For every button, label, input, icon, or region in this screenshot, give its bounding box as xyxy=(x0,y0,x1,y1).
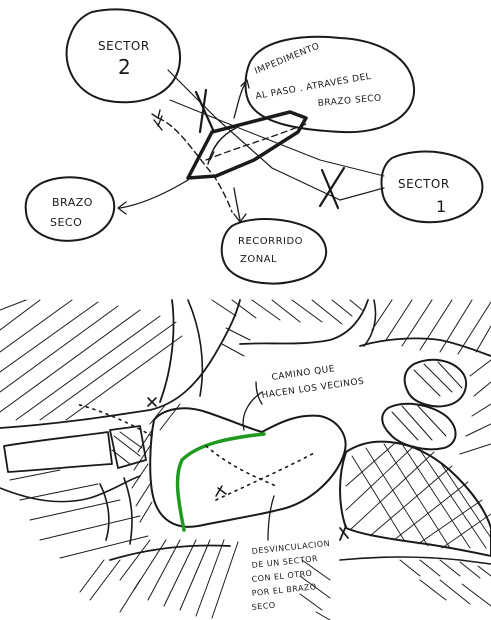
hatch-top-right xyxy=(371,299,491,355)
dotted-line-2 xyxy=(215,451,317,501)
sector-1-title: SECTOR xyxy=(398,177,450,191)
hatch-top-left xyxy=(0,299,183,421)
sector-2-title: SECTOR xyxy=(98,39,150,53)
neighbors-path xyxy=(175,432,266,532)
right-upper-block-2 xyxy=(381,402,457,451)
desvinculacion-line-1: DESVINCULACION xyxy=(251,539,330,556)
sector-1-number: 1 xyxy=(436,197,447,216)
central-area xyxy=(149,407,347,528)
right-crosshatch-block xyxy=(339,440,491,557)
desvinculacion-line-3: CON EL OTRO xyxy=(251,569,313,584)
desvinculacion-leader xyxy=(267,495,275,541)
road-edge-top-left xyxy=(0,299,241,429)
bottom-sketch: CAMINO QUE HACEN LOS VECINOS DESVINCULAC… xyxy=(0,299,491,620)
hatch-bottom xyxy=(79,539,491,620)
small-arrow-k xyxy=(153,115,163,131)
top-diagram: SECTOR 2 IMPEDIMENTO AL PASO . ATRAVES D… xyxy=(24,8,484,285)
brazo-line-2: SECO xyxy=(50,216,82,229)
hatch-center-left xyxy=(131,403,181,523)
left-middle-blocks xyxy=(0,425,149,559)
arrow-to-brazo xyxy=(119,179,189,209)
brazo-seco-bubble: BRAZO SECO xyxy=(24,176,116,242)
right-upper-block-1 xyxy=(403,358,468,408)
desvinculacion-line-5: SECO xyxy=(251,601,276,612)
arrow-to-impedimento xyxy=(233,81,247,119)
brazo-line-1: BRAZO xyxy=(52,196,93,209)
dashed-path xyxy=(157,117,233,213)
sector-2-number: 2 xyxy=(118,55,131,79)
desvinculacion-line-4: POR EL BRAZO xyxy=(251,582,317,598)
sector-2-bubble: SECTOR 2 xyxy=(65,8,182,104)
recorrido-bubble: RECORRIDO ZONAL xyxy=(220,218,328,285)
arrow-to-recorrido xyxy=(233,187,241,221)
impedimento-line-1: IMPEDIMENTO xyxy=(253,42,321,77)
desvinculacion-line-2: DE UN SECTOR xyxy=(251,554,318,570)
cross-mark-1 xyxy=(194,88,216,134)
dotted-line-3 xyxy=(75,403,153,437)
site-polygon xyxy=(186,110,308,180)
impedimento-line-3: BRAZO SECO xyxy=(317,93,382,109)
dotted-line-1 xyxy=(205,445,277,487)
hatch-top-middle xyxy=(211,299,363,357)
camino-line-1: CAMINO QUE xyxy=(271,364,336,383)
sector-1-bubble: SECTOR 1 xyxy=(380,150,484,224)
cross-mark-2 xyxy=(318,166,346,210)
camino-leader xyxy=(242,391,263,431)
recorrido-line-2: ZONAL xyxy=(240,254,277,265)
recorrido-line-1: RECORRIDO xyxy=(238,236,303,247)
